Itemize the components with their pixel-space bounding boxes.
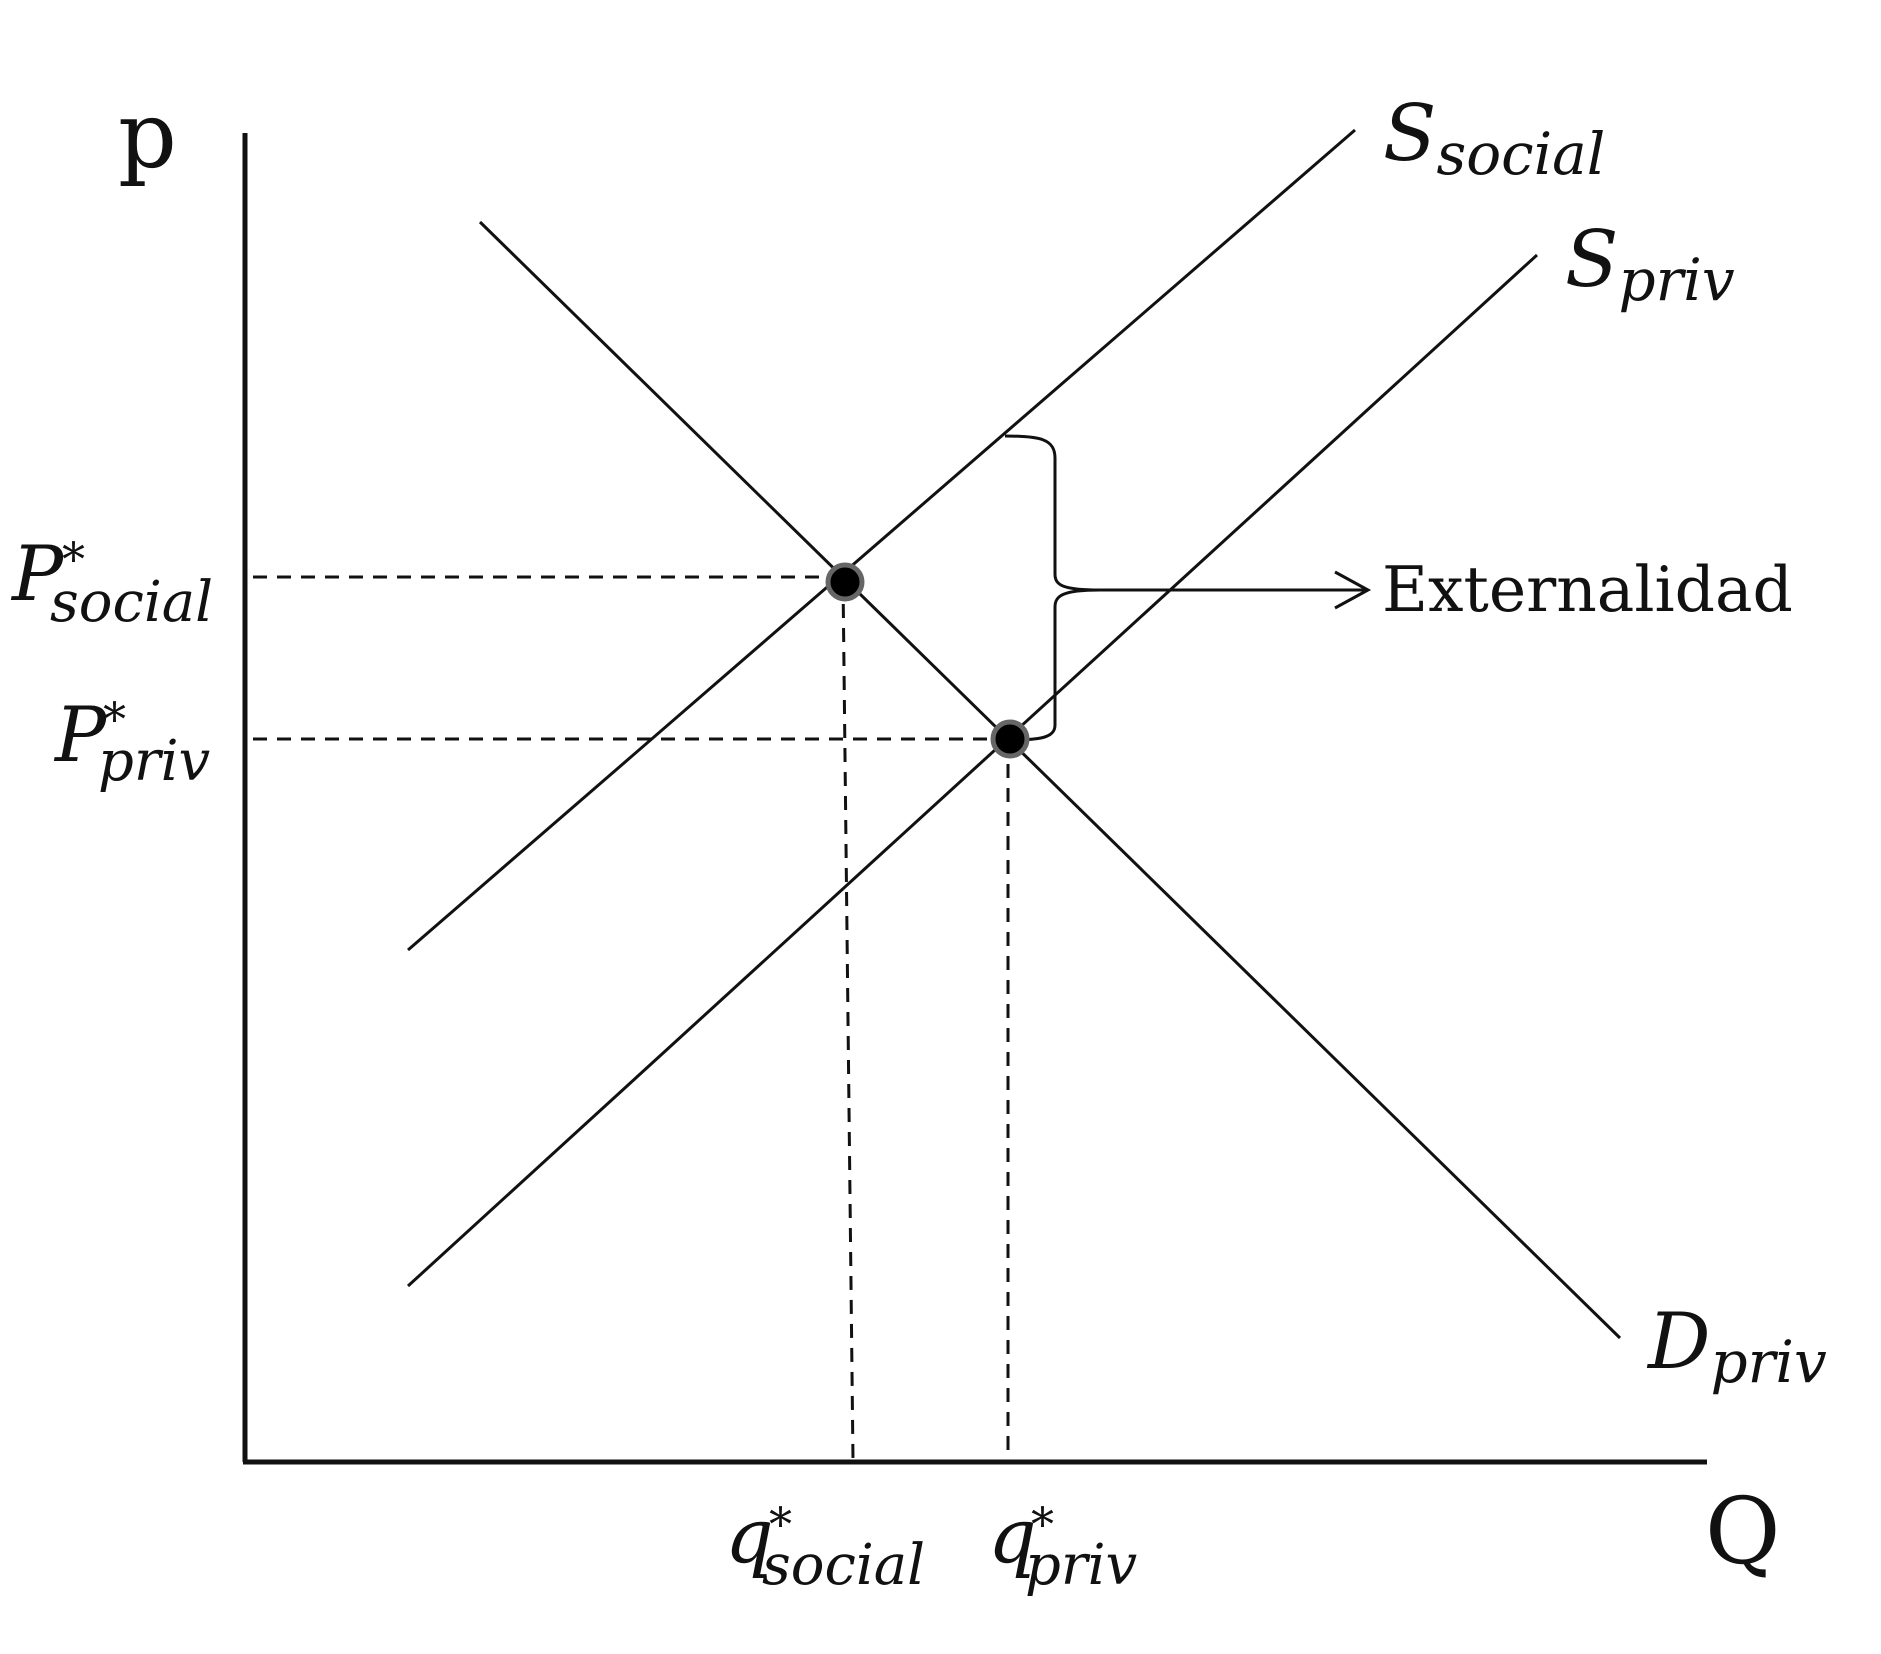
p-priv-sub: priv bbox=[98, 729, 211, 794]
social-quantity-guide bbox=[841, 579, 855, 1461]
q-priv-label: q bbox=[988, 1491, 1037, 1580]
p-social-main: P bbox=[10, 529, 65, 618]
externality-label: Externalidad bbox=[1382, 553, 1793, 626]
s-priv-label: Spriv bbox=[1565, 215, 1735, 314]
s-social-sub: social bbox=[1436, 120, 1605, 188]
q-social-label: q bbox=[725, 1491, 774, 1580]
x-axis-label: Q bbox=[1705, 1478, 1780, 1585]
externality-arrowhead-icon bbox=[1334, 570, 1372, 610]
s-priv-sub: priv bbox=[1618, 246, 1734, 314]
social-equilibrium-point bbox=[825, 562, 865, 602]
d-priv-main: D bbox=[1646, 1297, 1711, 1387]
d-priv-sub: priv bbox=[1711, 1328, 1827, 1396]
s-social-main: S bbox=[1383, 89, 1436, 179]
p-priv-label: P bbox=[53, 690, 108, 779]
social-supply-curve bbox=[407, 128, 1356, 952]
y-axis-label: p bbox=[118, 82, 177, 189]
q-priv-star: * bbox=[1031, 1497, 1054, 1551]
q-priv-main: q bbox=[988, 1491, 1037, 1580]
p-social-label: P bbox=[10, 529, 65, 618]
s-priv-main: S bbox=[1565, 215, 1618, 305]
q-social-sub: social bbox=[762, 1533, 925, 1598]
d-priv-label: Dpriv bbox=[1646, 1297, 1827, 1396]
p-priv-main: P bbox=[53, 690, 108, 779]
q-social-main: q bbox=[725, 1491, 774, 1580]
p-social-star: * bbox=[62, 532, 85, 586]
private-supply-curve bbox=[406, 253, 1539, 1288]
s-social-label: Ssocial bbox=[1383, 89, 1605, 188]
private-demand-curve bbox=[478, 220, 1622, 1340]
externality-brace bbox=[1004, 434, 1101, 742]
q-social-star: * bbox=[769, 1497, 792, 1551]
q-priv-sub: priv bbox=[1025, 1533, 1138, 1598]
p-priv-star: * bbox=[103, 692, 126, 746]
p-social-sub: social bbox=[50, 570, 213, 635]
private-equilibrium-point bbox=[990, 719, 1030, 759]
